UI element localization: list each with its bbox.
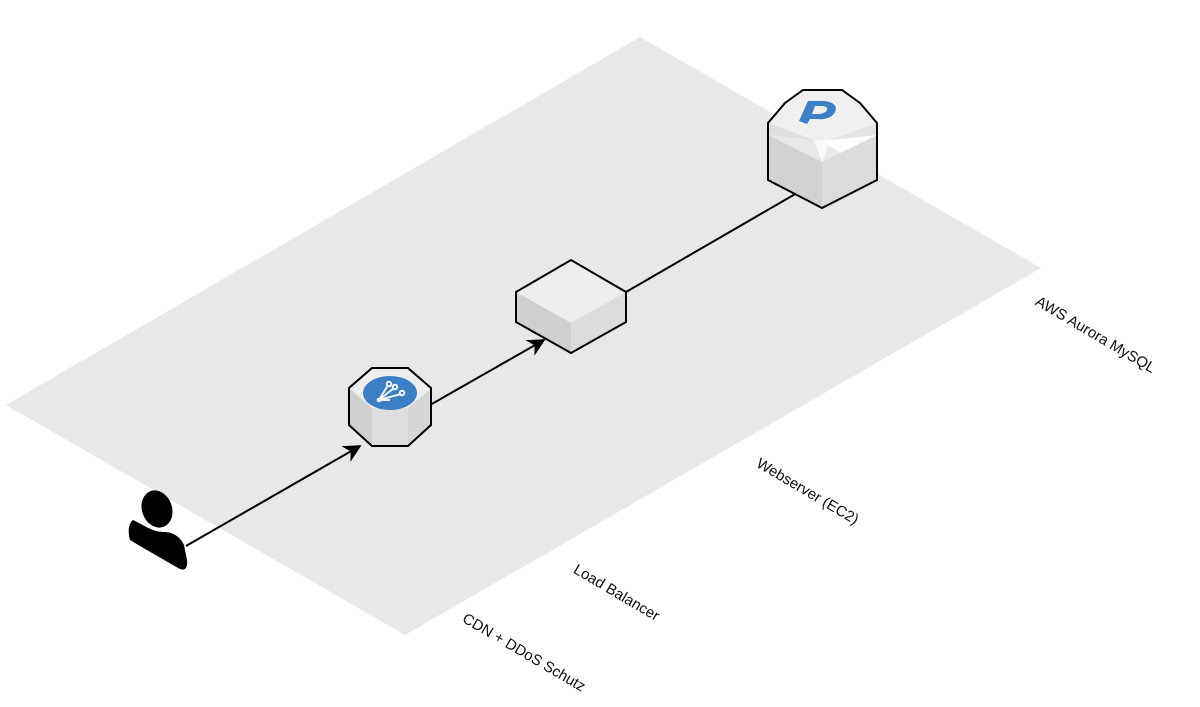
database-node[interactable] bbox=[767, 89, 878, 210]
database-top-face bbox=[768, 90, 877, 162]
loadbalancer-right-face bbox=[571, 292, 626, 353]
loadbalancer-left-face bbox=[516, 292, 571, 353]
cdn-node-outline bbox=[348, 367, 432, 447]
edge-user-to-cdn bbox=[185, 445, 362, 547]
loadbalancer-top-face bbox=[516, 260, 626, 323]
cdn-node[interactable] bbox=[348, 367, 432, 447]
user-head bbox=[141, 490, 173, 528]
database-bevel-right bbox=[830, 123, 877, 140]
database-left-face bbox=[768, 135, 822, 208]
database-bevel-front bbox=[814, 140, 830, 162]
cdn-node-right-face bbox=[408, 388, 431, 446]
database-bevel-left bbox=[768, 123, 814, 140]
loadbalancer-node[interactable] bbox=[515, 258, 627, 355]
cdn-node-front-face bbox=[372, 408, 408, 446]
edge-loadbalancer-to-database bbox=[625, 192, 798, 293]
user-body bbox=[128, 520, 188, 570]
aurora-p-icon bbox=[799, 101, 836, 124]
cdn-share-icon bbox=[363, 376, 417, 410]
database-outline bbox=[767, 89, 878, 210]
database-right-face bbox=[822, 135, 877, 208]
user-icon[interactable] bbox=[128, 486, 188, 570]
loadbalancer-outline bbox=[515, 258, 627, 355]
edge-cdn-to-loadbalancer bbox=[429, 339, 546, 406]
cdn-node-left-face bbox=[349, 388, 372, 446]
